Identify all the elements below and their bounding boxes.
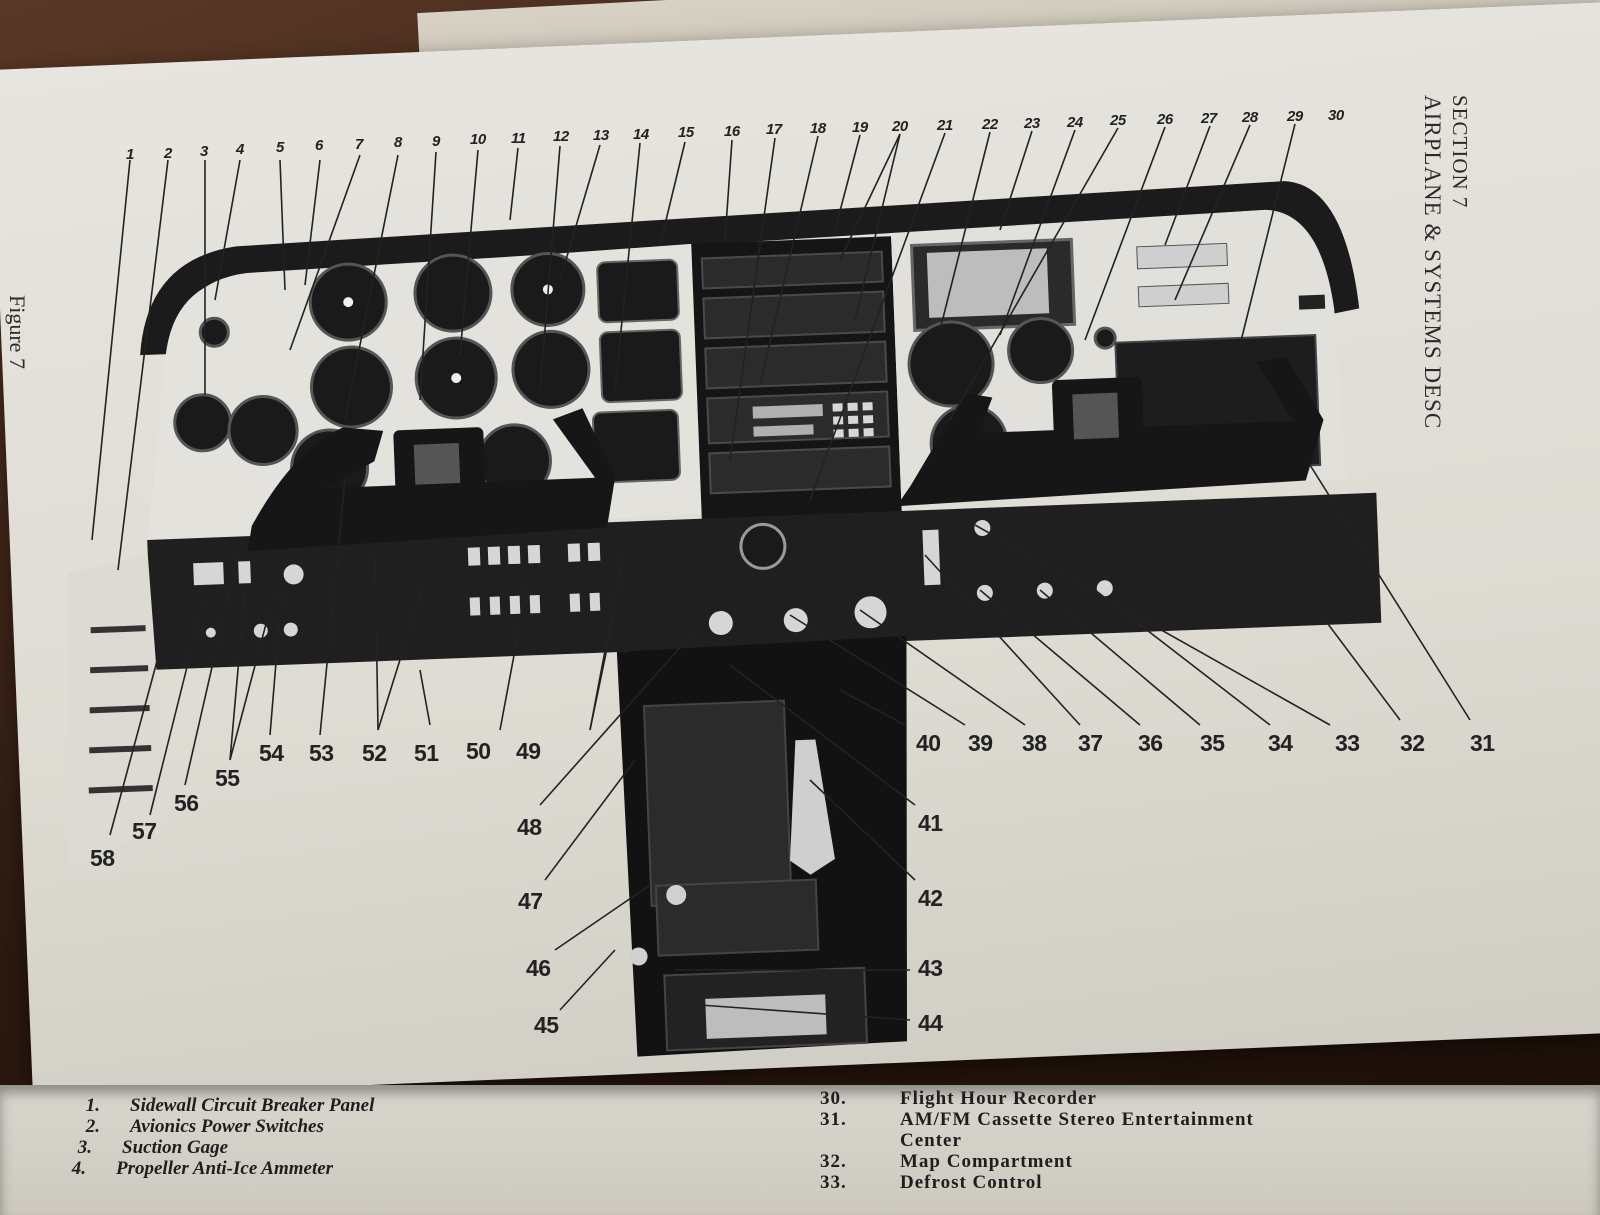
callout-40: 40 <box>916 730 941 756</box>
callout-top-29: 29 <box>1287 108 1303 125</box>
callout-top-18: 18 <box>810 120 826 137</box>
callout-39: 39 <box>968 730 993 756</box>
callout-top-7: 7 <box>355 136 363 153</box>
callout-48: 48 <box>517 814 542 840</box>
legend-left: 1. Sidewall Circuit Breaker Panel 2. Avi… <box>50 1095 375 1179</box>
legend-item: 33. Defrost Control <box>820 1172 1254 1193</box>
callout-37: 37 <box>1078 730 1103 756</box>
legend-item: 31. AM/FM Cassette Stereo Entertainment <box>820 1109 1254 1130</box>
callout-top-15: 15 <box>678 124 694 141</box>
legend-item-text: Defrost Control <box>900 1172 1043 1193</box>
callout-31: 31 <box>1470 730 1495 756</box>
callout-top-9: 9 <box>432 133 440 150</box>
callout-55: 55 <box>215 765 240 791</box>
legend-item: 3. Suction Gage <box>50 1137 374 1158</box>
legend-item-number: 4. <box>71 1158 86 1179</box>
legend-item-number: 33. <box>820 1172 847 1193</box>
callout-top-20: 20 <box>892 118 908 135</box>
callout-top-13: 13 <box>593 127 609 144</box>
legend-item-text: Map Compartment <box>900 1151 1073 1172</box>
callout-top-6: 6 <box>315 137 323 154</box>
callout-41: 41 <box>918 810 943 836</box>
callout-38: 38 <box>1022 730 1047 756</box>
legend-page: 1. Sidewall Circuit Breaker Panel 2. Avi… <box>0 1085 1600 1215</box>
callout-34: 34 <box>1268 730 1293 756</box>
callout-51: 51 <box>414 740 439 766</box>
legend-item-number: 1. <box>85 1095 100 1116</box>
legend-item-text: Center <box>900 1130 962 1151</box>
callout-top-5: 5 <box>276 139 284 156</box>
legend-item: 30. Flight Hour Recorder <box>820 1088 1254 1109</box>
callout-50: 50 <box>466 738 491 764</box>
callout-top-4: 4 <box>236 141 244 158</box>
callout-56: 56 <box>174 790 199 816</box>
callout-49: 49 <box>516 738 541 764</box>
callout-46: 46 <box>526 955 551 981</box>
callout-top-19: 19 <box>852 119 868 136</box>
callout-58: 58 <box>90 845 115 871</box>
legend-item: 1. Sidewall Circuit Breaker Panel <box>50 1095 375 1116</box>
legend-item-text: Avionics Power Switches <box>130 1116 324 1137</box>
callout-42: 42 <box>918 885 943 911</box>
callout-top-24: 24 <box>1067 114 1083 131</box>
callout-44: 44 <box>918 1010 943 1036</box>
callout-35: 35 <box>1200 730 1225 756</box>
legend-item-number: 3. <box>77 1137 92 1158</box>
legend-item-number: 31. <box>820 1109 847 1130</box>
legend-item-text: Flight Hour Recorder <box>900 1088 1097 1109</box>
callout-top-1: 1 <box>126 146 134 163</box>
callout-top-30: 30 <box>1328 107 1344 124</box>
callout-43: 43 <box>918 955 943 981</box>
legend-item-number <box>820 1130 872 1151</box>
callout-top-8: 8 <box>394 134 402 151</box>
callout-36: 36 <box>1138 730 1163 756</box>
legend-item-number: 30. <box>820 1088 847 1109</box>
legend-item-number: 2. <box>85 1116 100 1137</box>
callout-top-21: 21 <box>937 117 953 134</box>
callout-47: 47 <box>518 888 543 914</box>
legend-item-text: Propeller Anti-Ice Ammeter <box>116 1158 334 1179</box>
legend-item-text: AM/FM Cassette Stereo Entertainment <box>900 1109 1254 1130</box>
legend-item-number: 32. <box>820 1151 847 1172</box>
callout-top-16: 16 <box>724 123 740 140</box>
legend-item-text: Suction Gage <box>122 1137 229 1158</box>
callout-top-12: 12 <box>553 128 569 145</box>
callout-54: 54 <box>259 740 284 766</box>
callout-32: 32 <box>1400 730 1425 756</box>
legend-item: Center <box>820 1130 1254 1151</box>
callout-top-25: 25 <box>1110 112 1126 129</box>
callout-top-22: 22 <box>982 116 998 133</box>
callout-top-14: 14 <box>633 126 649 143</box>
callout-top-11: 11 <box>511 130 526 147</box>
callout-top-26: 26 <box>1157 111 1173 128</box>
legend-right: 30. Flight Hour Recorder 31. AM/FM Casse… <box>820 1088 1254 1193</box>
callout-top-17: 17 <box>766 121 782 138</box>
callout-53: 53 <box>309 740 334 766</box>
callout-top-10: 10 <box>470 131 486 148</box>
callout-52: 52 <box>362 740 387 766</box>
legend-item-text: Sidewall Circuit Breaker Panel <box>130 1095 375 1116</box>
legend-item: 32. Map Compartment <box>820 1151 1254 1172</box>
callout-33: 33 <box>1335 730 1360 756</box>
callout-top-2: 2 <box>164 145 172 162</box>
callout-top-27: 27 <box>1201 110 1217 127</box>
callout-45: 45 <box>534 1012 559 1038</box>
callout-top-28: 28 <box>1242 109 1258 126</box>
callout-top-3: 3 <box>200 143 208 160</box>
callout-57: 57 <box>132 818 157 844</box>
legend-item: 2. Avionics Power Switches <box>50 1116 374 1137</box>
legend-item: 4. Propeller Anti-Ice Ammeter <box>50 1158 374 1179</box>
callout-top-23: 23 <box>1024 115 1040 132</box>
